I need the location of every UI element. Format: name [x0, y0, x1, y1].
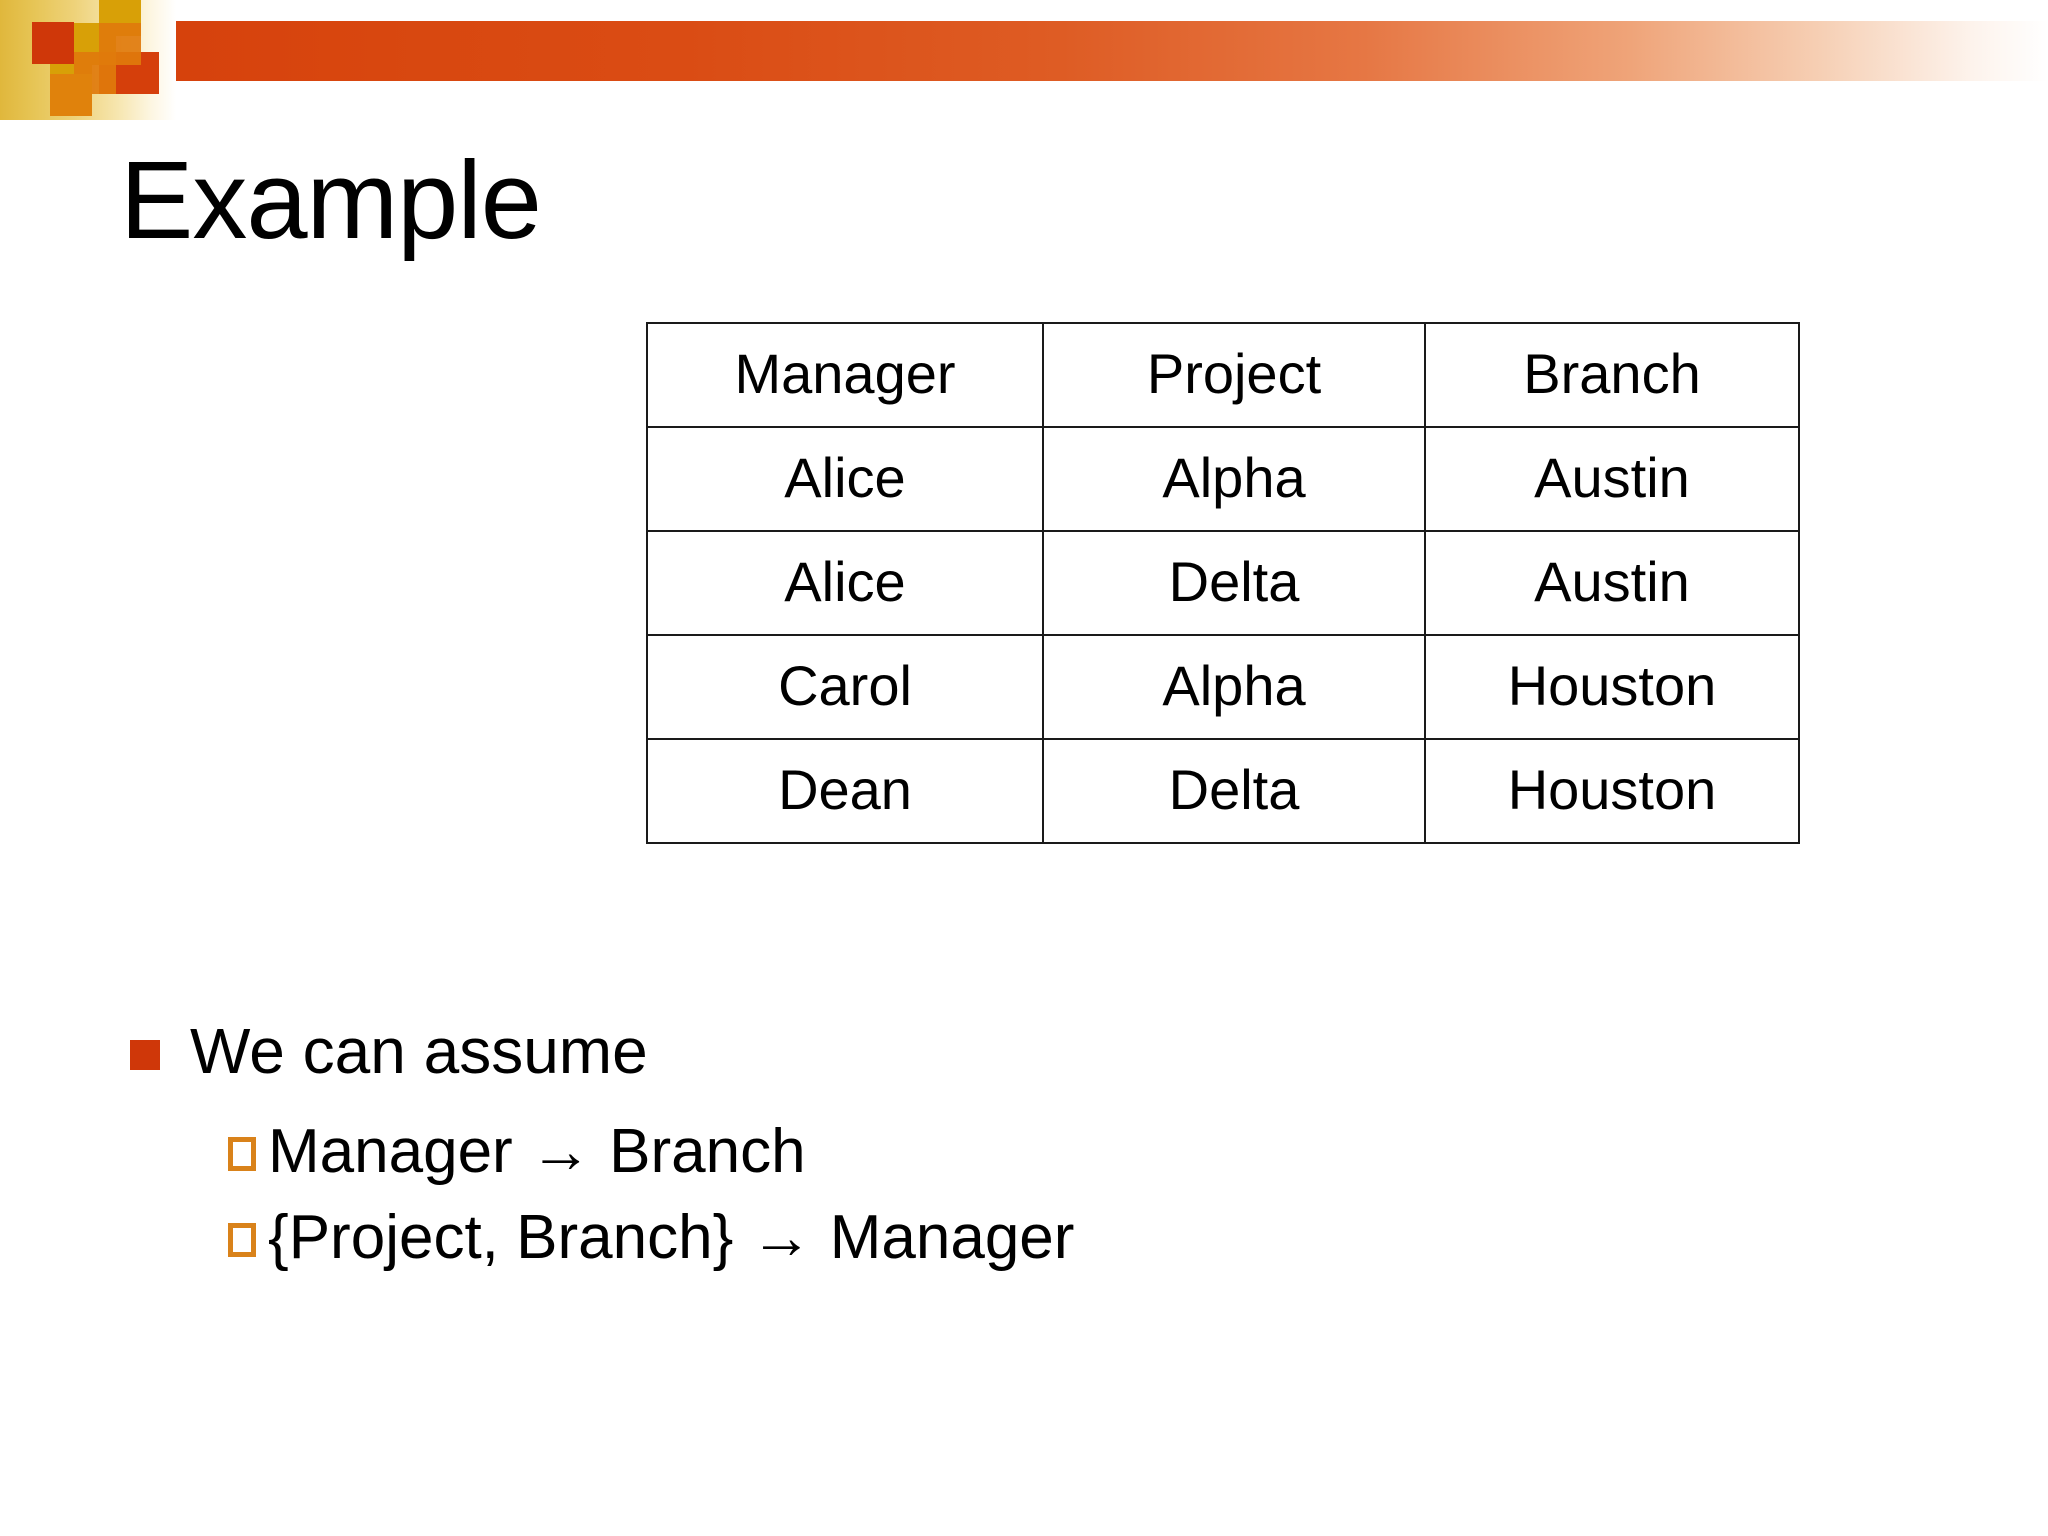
- cell-branch: Austin: [1424, 426, 1800, 532]
- cell-manager: Dean: [646, 738, 1044, 844]
- table-row: Alice Alpha Austin: [646, 426, 1800, 532]
- cell-manager: Alice: [646, 426, 1044, 532]
- table-row: Carol Alpha Houston: [646, 634, 1800, 740]
- cell-project: Alpha: [1042, 634, 1426, 740]
- bullet-text: We can assume: [190, 1015, 648, 1087]
- bullet-text: Manager → Branch: [268, 1116, 806, 1186]
- example-table: Manager Project Branch Alice Alpha Austi…: [646, 322, 1800, 844]
- cell-project: Alpha: [1042, 426, 1426, 532]
- hollow-square-bullet-icon: [228, 1136, 256, 1171]
- cell-branch: Austin: [1424, 530, 1800, 636]
- table-row: Alice Delta Austin: [646, 530, 1800, 636]
- slide-title: Example: [120, 139, 542, 262]
- bullet-list: We can assume Manager → Branch {Project,…: [130, 1015, 1830, 1287]
- decor-square-red-small: [32, 22, 74, 64]
- table-header-row: Manager Project Branch: [646, 322, 1800, 428]
- cell-project: Delta: [1042, 738, 1426, 844]
- cell-branch: Houston: [1424, 738, 1800, 844]
- bullet-item-level2: Manager → Branch: [228, 1115, 1830, 1189]
- cell-project: Delta: [1042, 530, 1426, 636]
- header-gradient-band: [150, 21, 2048, 81]
- decor-square-orange-bottom: [50, 74, 92, 116]
- column-header-project: Project: [1042, 322, 1426, 428]
- bullet-item-level2: {Project, Branch} → Manager: [228, 1201, 1830, 1275]
- bullet-text: {Project, Branch} → Manager: [268, 1202, 1075, 1272]
- column-header-branch: Branch: [1424, 322, 1800, 428]
- hollow-square-bullet-icon: [228, 1222, 256, 1257]
- cell-manager: Carol: [646, 634, 1044, 740]
- bullet-item-level1: We can assume: [130, 1015, 1830, 1089]
- cell-manager: Alice: [646, 530, 1044, 636]
- cell-branch: Houston: [1424, 634, 1800, 740]
- square-bullet-icon: [130, 1040, 160, 1070]
- table-row: Dean Delta Houston: [646, 738, 1800, 844]
- header-decoration: [0, 0, 2048, 120]
- column-header-manager: Manager: [646, 322, 1044, 428]
